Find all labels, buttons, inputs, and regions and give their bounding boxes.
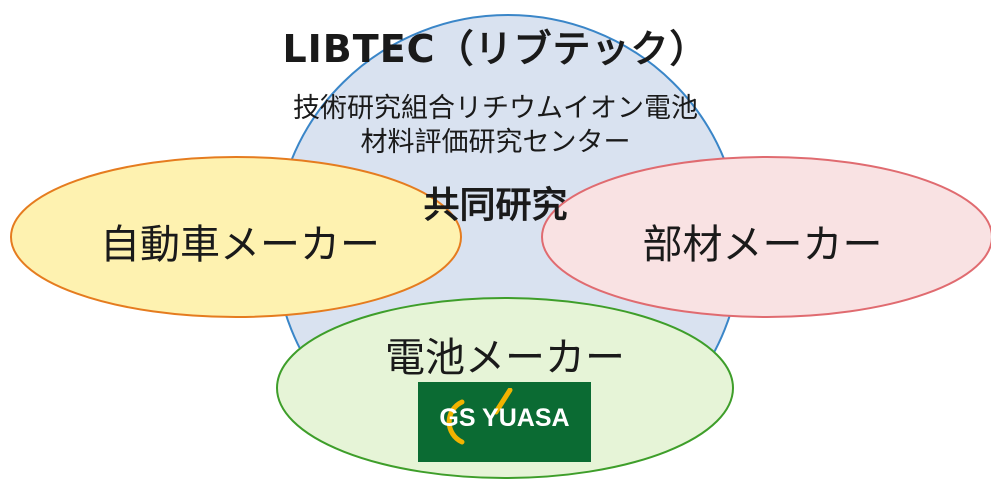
libtec-title: LIBTEC（リブテック） <box>282 27 709 71</box>
logo-slash-path <box>493 388 513 415</box>
materials-maker-ellipse <box>541 156 991 318</box>
gs-yuasa-logo: GS YUASA <box>418 382 591 462</box>
materials-maker-label: 部材メーカー <box>642 222 883 268</box>
logo-arc-path <box>446 399 465 445</box>
battery-maker-label: 電池メーカー <box>385 335 625 381</box>
libtec-subtitle-line2: 材料評価研究センター <box>360 127 631 158</box>
automaker-ellipse <box>10 156 462 318</box>
logo-slash-icon <box>493 388 513 415</box>
logo-text: GS YUASA <box>439 404 570 432</box>
logo-arc-icon <box>446 399 465 445</box>
joint-research-label: 共同研究 <box>423 185 568 226</box>
libtec-subtitle-line1: 技術研究組合リチウムイオン電池 <box>293 93 698 124</box>
automaker-label: 自動車メーカー <box>100 222 380 268</box>
